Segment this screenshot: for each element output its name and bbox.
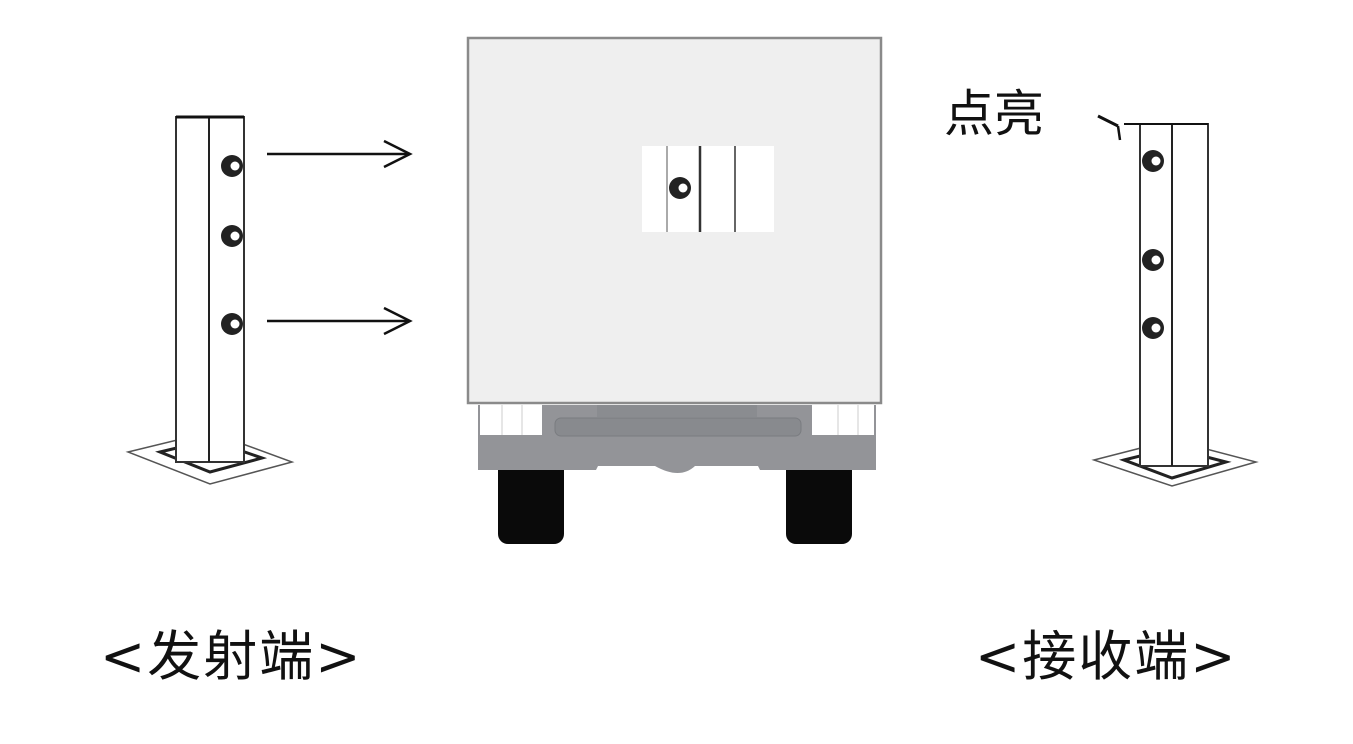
truck [466,36,883,544]
transmitter-pole [125,115,295,485]
transmitter-lamp-icon [221,313,243,335]
receiver-lamp-icon [1142,317,1164,339]
transmitter-lamp-icon [221,225,243,247]
indicator-callout-label: 点亮 [944,85,1044,143]
receiver-label: <接收端> [975,625,1238,688]
receiver-pole [1091,114,1259,487]
beam-arrow-icon [267,306,413,336]
receiver-lamp-icon [1142,150,1164,172]
transmitter-lamp-icon [221,155,243,177]
receiver-lamp-icon [1142,249,1164,271]
vehicle-sensor-window [642,146,774,232]
transmitter-label: <发射端> [100,625,363,688]
beam-arrow-icon [267,139,413,169]
sensor-lamp-icon [669,177,691,199]
